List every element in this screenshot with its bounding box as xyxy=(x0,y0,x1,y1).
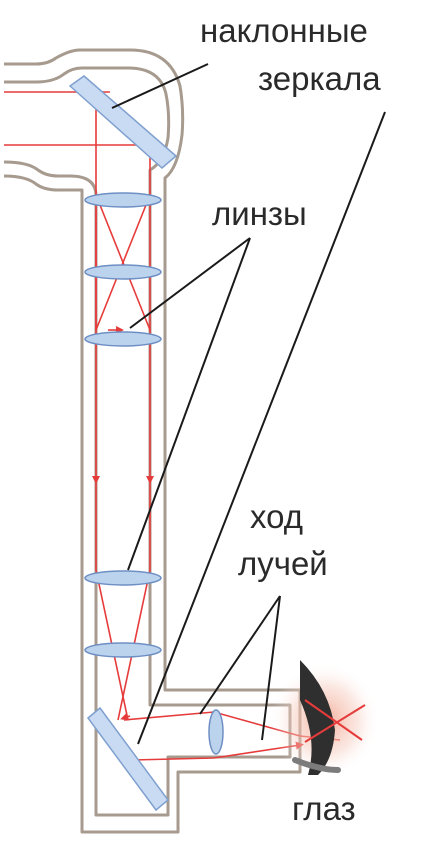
lens-2 xyxy=(84,264,162,280)
lens-1 xyxy=(84,192,162,208)
eye-lid-lower xyxy=(292,757,341,773)
labels: наклонные зеркала линзы ход лучей глаз xyxy=(200,12,381,827)
lens-eyepiece xyxy=(208,709,224,755)
lens-4 xyxy=(84,570,162,586)
eye-cross-b xyxy=(304,704,366,743)
eye-lid xyxy=(300,660,335,775)
pointer-lenses-b xyxy=(127,237,251,571)
pointer-mirrors-bottom xyxy=(137,111,386,745)
pointer-rays-a xyxy=(199,595,281,715)
lenses xyxy=(84,192,224,755)
label-rays-line2: лучей xyxy=(238,545,328,582)
lens-5 xyxy=(84,642,162,658)
label-lenses: линзы xyxy=(212,195,307,232)
label-eye: глаз xyxy=(292,790,356,827)
inclined-mirrors xyxy=(68,75,178,812)
mirror-top xyxy=(68,75,178,169)
eye-cross-a xyxy=(304,699,363,741)
tube-inner-wall xyxy=(3,66,292,817)
lens-3 xyxy=(84,331,162,347)
label-rays-line1: ход xyxy=(250,498,303,535)
ray-cross-b xyxy=(95,194,151,331)
pointer-lenses-a xyxy=(129,237,251,329)
ray-arrow-mid xyxy=(120,712,131,721)
ray-out-bottom xyxy=(131,741,304,761)
light-rays xyxy=(4,91,341,761)
tube-outer-wall xyxy=(3,48,302,834)
mirror-bottom xyxy=(86,706,170,812)
label-mirrors-line1: наклонные xyxy=(200,12,368,49)
label-mirrors-line2: зеркала xyxy=(258,60,381,97)
eye-illustration xyxy=(270,660,380,778)
pointer-rays-b xyxy=(261,595,281,741)
pointer-lines xyxy=(111,63,386,745)
pointer-mirrors-top xyxy=(111,63,209,109)
